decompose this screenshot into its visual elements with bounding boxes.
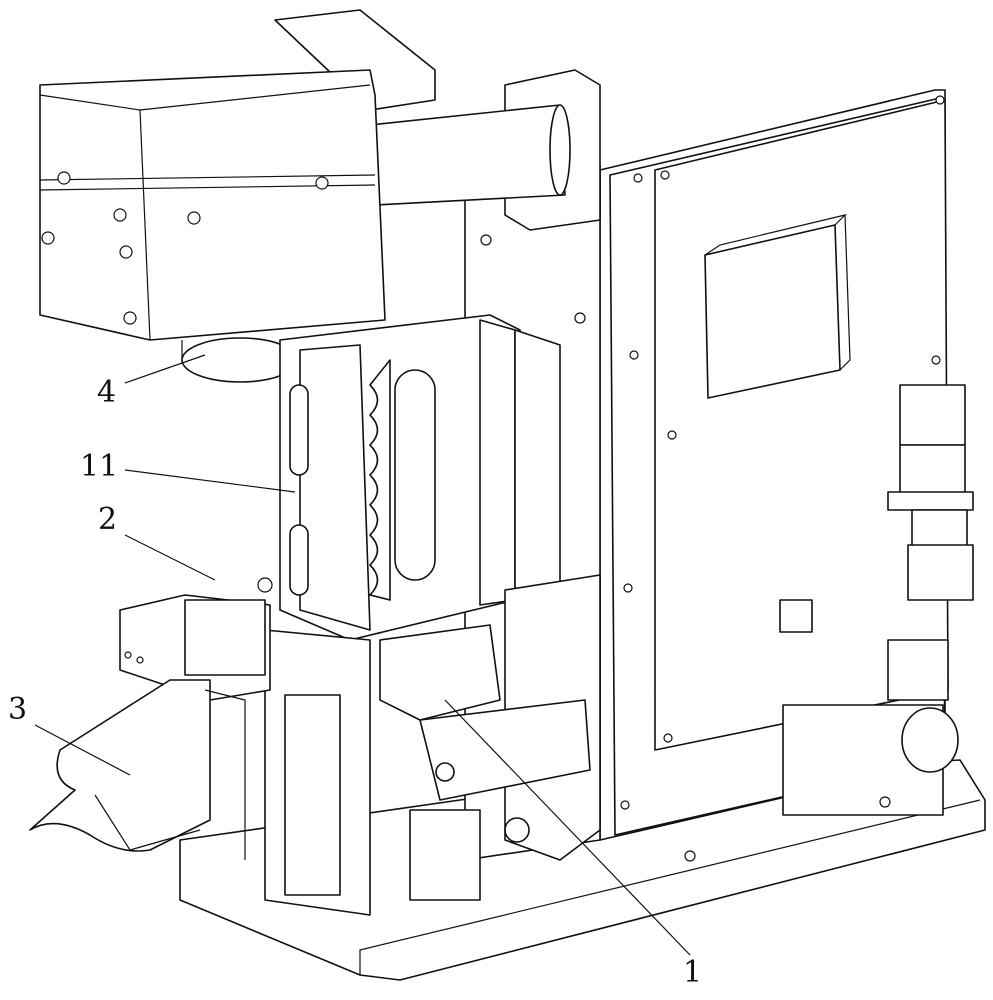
control-board [599,89,974,862]
label-1: 1 [683,955,703,990]
label-11: 11 [80,449,119,484]
lower-frame [264,574,601,916]
magazine [279,314,561,641]
feeder-module [119,577,273,701]
label-3: 3 [8,692,28,727]
leader-lines [34,354,691,956]
leader-2 [124,534,216,581]
leader-4 [124,354,206,384]
chute [29,679,246,860]
leader-11 [124,469,296,493]
laser-head [39,9,571,383]
label-2: 2 [98,502,118,537]
leader-1 [444,699,691,956]
label-4: 4 [97,375,117,410]
leader-3 [34,724,131,776]
